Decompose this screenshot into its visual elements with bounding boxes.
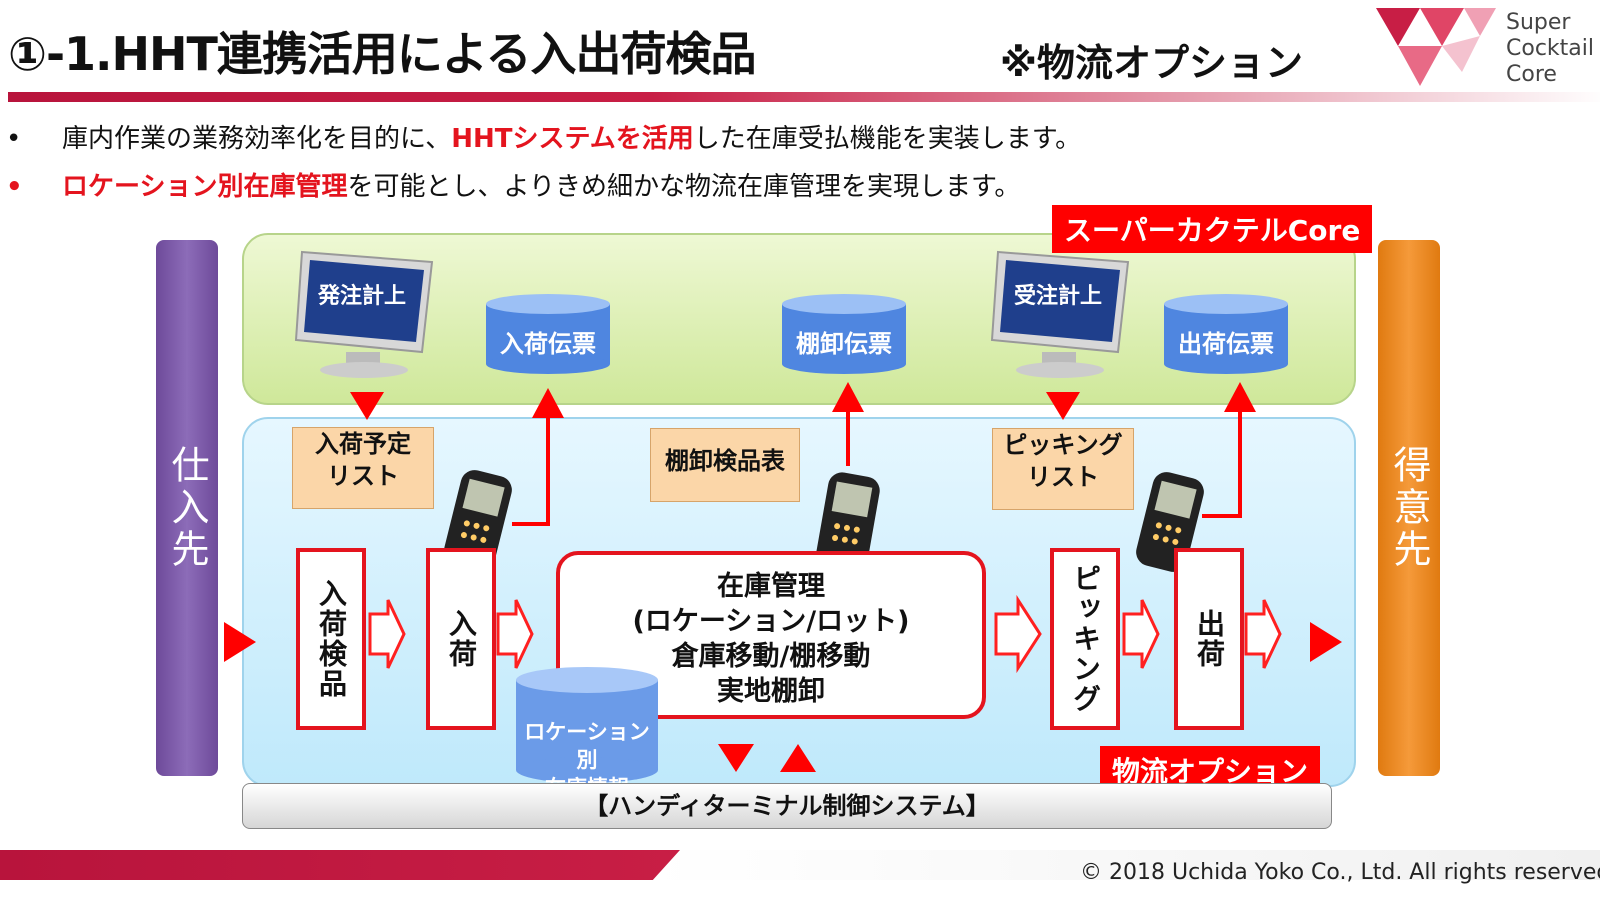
doc-inventory-check: 棚卸検品表 bbox=[650, 428, 800, 502]
monitor-icon bbox=[990, 250, 1130, 378]
doc-picking-list: ピッキング リスト bbox=[992, 428, 1134, 510]
bullet-mark: • bbox=[6, 172, 23, 202]
flow-shipping: 出荷 bbox=[1174, 548, 1244, 730]
up-arrow-icon bbox=[1224, 382, 1256, 412]
page-title: ①-1.HHT連携活用による入出荷検品 bbox=[8, 27, 757, 81]
footer-band-grey bbox=[650, 850, 1600, 880]
down-arrow-icon bbox=[1046, 392, 1080, 420]
handheld-terminal-icon bbox=[444, 470, 512, 570]
down-arrow-icon bbox=[350, 392, 384, 420]
footer-band-red bbox=[0, 850, 680, 880]
bullet-1: •庫内作業の業務効率化を目的に、HHTシステムを活用した在庫受払機能を実装します… bbox=[6, 124, 1082, 154]
logo-mark-icon bbox=[1376, 8, 1496, 86]
logo-text: Super Cocktail Core bbox=[1506, 10, 1594, 87]
database-icon bbox=[1164, 294, 1288, 374]
handheld-terminal-icon bbox=[816, 472, 880, 572]
monitor-sales: 受注計上 bbox=[988, 244, 1138, 380]
db-shipping-slip: 出荷伝票 bbox=[1162, 292, 1290, 376]
db-arrival-slip: 入荷伝票 bbox=[484, 292, 612, 376]
copyright-text: © 2018 Uchida Yoko Co., Ltd. All rights … bbox=[1080, 860, 1600, 885]
bullet-highlight: HHTシステムを活用 bbox=[451, 124, 694, 154]
flow-arrival: 入荷 bbox=[426, 548, 496, 730]
page-subtitle: ※物流オプション bbox=[1000, 41, 1303, 85]
handheld-terminal-icon bbox=[1136, 472, 1204, 572]
supplier-pillar: 仕入先 bbox=[156, 240, 218, 776]
database-icon bbox=[782, 294, 906, 374]
monitor-icon bbox=[294, 250, 434, 378]
database-icon bbox=[516, 667, 658, 783]
flow-picking: ピッキング bbox=[1050, 548, 1120, 730]
bullet-2: •ロケーション別在庫管理を可能とし、よりきめ細かな物流在庫管理を実現します。 bbox=[6, 172, 1021, 202]
up-arrow-icon bbox=[832, 382, 864, 412]
monitor-order: 発注計上 bbox=[292, 244, 442, 380]
title-underline bbox=[8, 92, 1600, 102]
down-arrow-icon bbox=[718, 744, 754, 772]
doc-arrival-schedule: 入荷予定 リスト bbox=[292, 427, 434, 509]
core-label: スーパーカクテルCore bbox=[1052, 205, 1373, 253]
up-arrow-icon bbox=[780, 744, 816, 772]
customer-pillar: 得意先 bbox=[1378, 240, 1440, 776]
bullet-mark: • bbox=[6, 124, 22, 154]
db-inventory-slip: 棚卸伝票 bbox=[780, 292, 908, 376]
flow-arrival-inspection: 入荷検品 bbox=[296, 548, 366, 730]
database-icon bbox=[486, 294, 610, 374]
right-arrow-icon bbox=[224, 622, 256, 662]
db-location-stock: ロケーション別 在庫情報 bbox=[514, 664, 660, 800]
right-arrow-icon bbox=[1310, 622, 1342, 662]
up-arrow-icon bbox=[532, 388, 564, 418]
hht-control-system-bar: 【ハンディターミナル制御システム】 bbox=[242, 783, 1332, 829]
